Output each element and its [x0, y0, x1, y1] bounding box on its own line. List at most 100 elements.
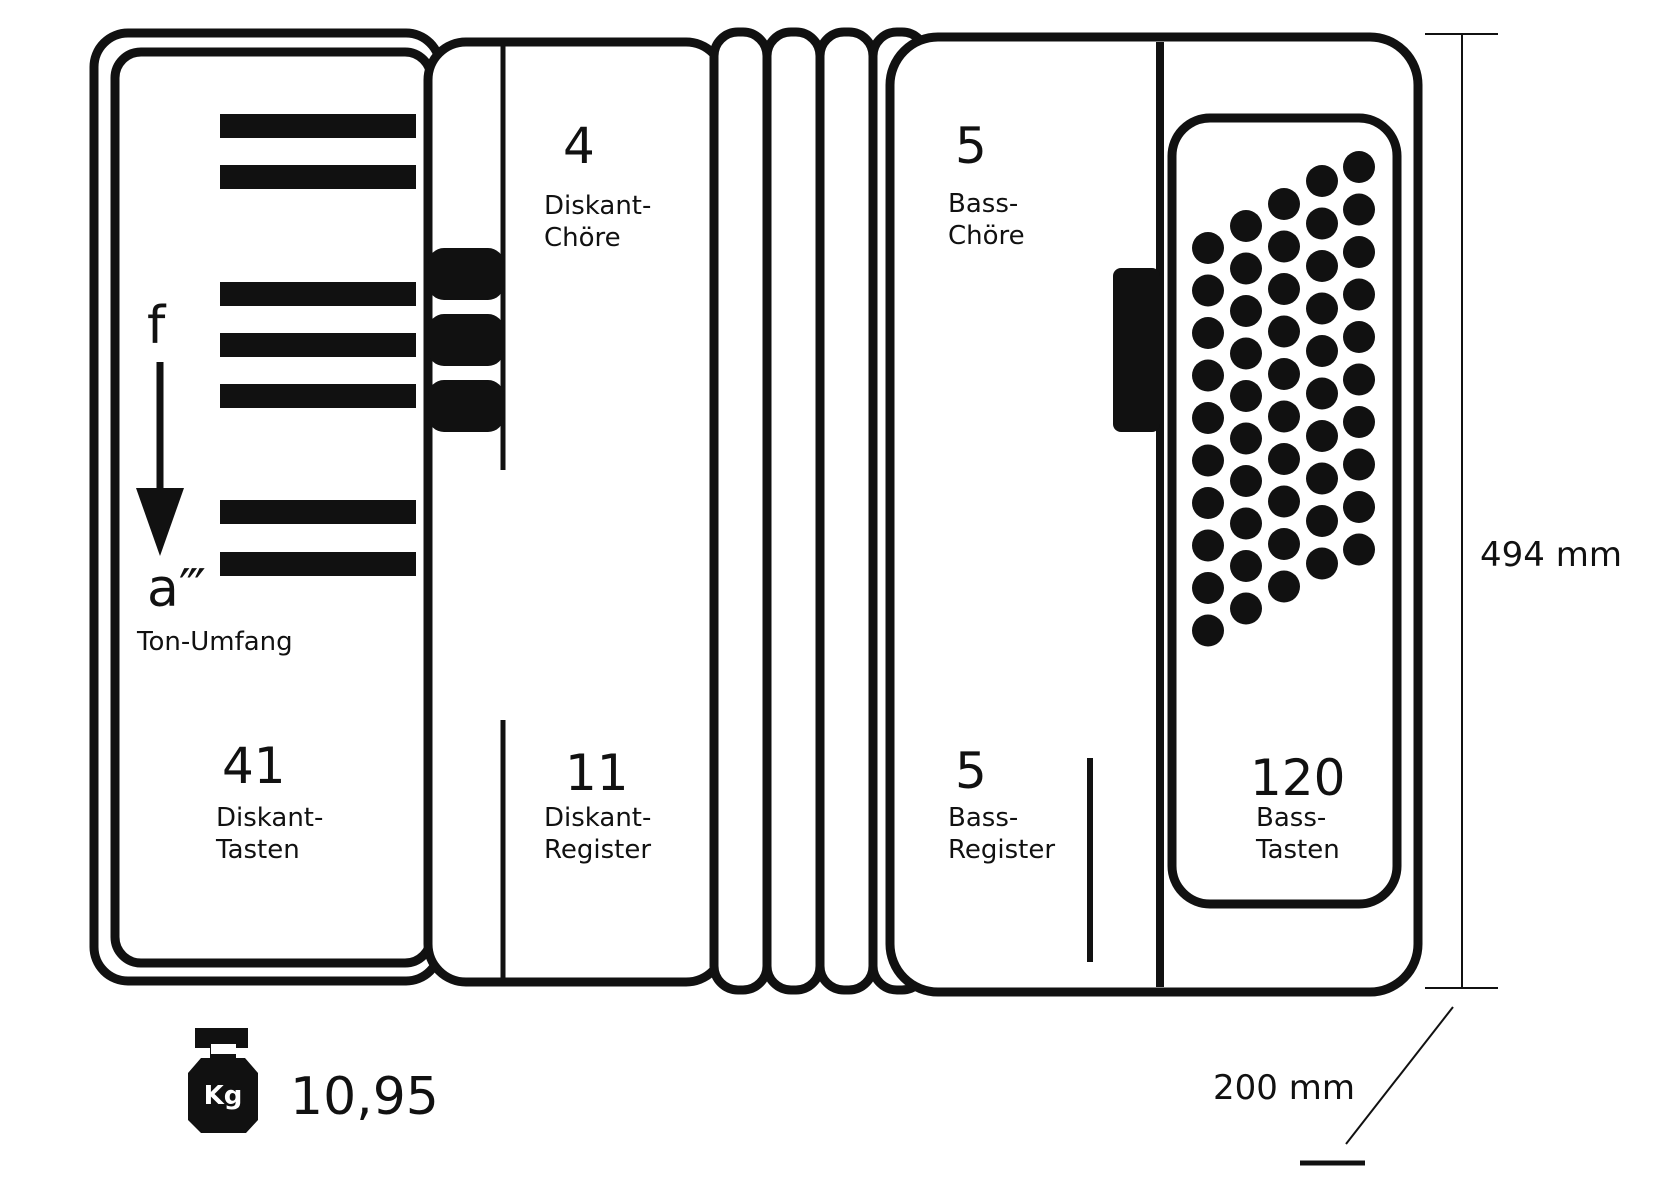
bass-button-4-4: [1343, 321, 1375, 353]
depth-dim-line: [1345, 1006, 1454, 1145]
bass-button-2-3: [1268, 315, 1300, 348]
weight-icon-handle-hole: [211, 1044, 236, 1054]
bass-button-2-5: [1268, 400, 1300, 433]
bass-button-3-3: [1306, 292, 1338, 325]
bellows-fold: [762, 27, 825, 995]
treble-choirs-label-2: Chöre: [544, 223, 621, 253]
range-low-note: a‴: [147, 559, 206, 619]
bass-button-4-8: [1343, 491, 1375, 523]
treble-registers-label-2: Register: [544, 835, 651, 865]
treble-register-switches: [428, 248, 504, 432]
treble-registers-label-1: Diskant-: [544, 803, 651, 833]
bass-button-1-4: [1230, 380, 1262, 412]
treble-keys-label-2: Tasten: [215, 835, 300, 865]
treble-registers-value: 11: [565, 744, 629, 802]
bass-button-4-0: [1343, 151, 1375, 183]
bass-button-0-4: [1192, 402, 1224, 434]
treble-keys-label-1: Diskant-: [216, 803, 323, 833]
treble-choirs-value: 4: [563, 117, 595, 175]
bass-button-2-0: [1268, 188, 1300, 220]
bass-buttons-value: 120: [1250, 749, 1345, 807]
weight-value: 10,95: [290, 1067, 439, 1127]
height-value: 494 mm: [1480, 535, 1622, 575]
treble-keys: [220, 114, 416, 576]
treble-key: [220, 384, 416, 408]
bass-button-1-5: [1230, 422, 1262, 455]
bass-button-2-4: [1268, 358, 1300, 390]
bass-button-1-1: [1230, 252, 1262, 285]
bass-button-4-9: [1343, 533, 1375, 566]
bass-button-4-6: [1343, 406, 1375, 438]
register-switch: [428, 248, 504, 300]
bass-choirs-value: 5: [955, 117, 987, 175]
bass-button-0-0: [1192, 232, 1224, 264]
bass-button-4-1: [1343, 193, 1375, 226]
bass-button-2-7: [1268, 485, 1300, 518]
bass-buttons-label-2: Tasten: [1255, 835, 1340, 865]
bass-button-1-3: [1230, 337, 1262, 370]
register-switch: [428, 314, 504, 366]
bass-button-1-9: [1230, 592, 1262, 625]
weight-icon-text: Kg: [204, 1081, 243, 1111]
bass-button-2-9: [1268, 570, 1300, 603]
bass-button-3-4: [1306, 335, 1338, 367]
range-caption: Ton-Umfang: [136, 627, 293, 657]
bass-button-3-6: [1306, 420, 1338, 452]
bass-button-0-9: [1192, 614, 1224, 647]
bass-button-1-6: [1230, 465, 1262, 497]
range-arrow: [136, 362, 184, 556]
bass-button-0-3: [1192, 359, 1224, 392]
bass-register-switch: [1113, 268, 1160, 432]
bass-choirs-label-1: Bass-: [948, 189, 1018, 219]
bass-registers-label-1: Bass-: [948, 803, 1018, 833]
bellows-fold: [815, 27, 878, 995]
bass-button-3-7: [1306, 462, 1338, 495]
register-switch: [428, 380, 504, 432]
bass-buttons: [1192, 151, 1375, 647]
weight-icon-shape: [188, 1028, 258, 1133]
bass-button-1-2: [1230, 295, 1262, 327]
bass-button-0-6: [1192, 487, 1224, 519]
treble-key: [220, 500, 416, 524]
bass-button-3-1: [1306, 207, 1338, 240]
treble-choirs-label-1: Diskant-: [544, 191, 651, 221]
bass-button-1-7: [1230, 507, 1262, 540]
bass-button-4-2: [1343, 236, 1375, 268]
bass-button-0-2: [1192, 317, 1224, 349]
bellows-fold: [709, 27, 772, 995]
treble-key: [220, 333, 416, 357]
range-arrow-head: [136, 488, 184, 556]
treble-key: [220, 552, 416, 576]
bass-button-0-8: [1192, 572, 1224, 604]
bass-button-0-5: [1192, 444, 1224, 477]
treble-key: [220, 282, 416, 306]
bass-button-2-1: [1268, 230, 1300, 263]
bass-button-1-0: [1230, 210, 1262, 242]
bass-button-4-3: [1343, 278, 1375, 311]
bass-registers-label-2: Register: [948, 835, 1055, 865]
bass-button-3-0: [1306, 165, 1338, 197]
treble-key: [220, 114, 416, 138]
bass-button-panel: [1167, 113, 1402, 909]
bass-button-2-6: [1268, 443, 1300, 475]
divider-gap: [496, 470, 510, 720]
depth-dimension: [1300, 1006, 1454, 1166]
bass-button-2-8: [1268, 528, 1300, 560]
bass-button-0-7: [1192, 529, 1224, 562]
depth-value: 200 mm: [1213, 1068, 1355, 1108]
bass-button-3-8: [1306, 505, 1338, 537]
treble-key: [220, 165, 416, 189]
bass-button-1-8: [1230, 550, 1262, 582]
bass-button-3-5: [1306, 377, 1338, 410]
bass-buttons-label-1: Bass-: [1256, 803, 1326, 833]
bass-button-4-5: [1343, 363, 1375, 396]
bass-button-0-1: [1192, 274, 1224, 307]
bass-button-4-7: [1343, 448, 1375, 481]
bass-button-3-9: [1306, 547, 1338, 580]
weight-icon: Kg: [188, 1028, 258, 1133]
bass-registers-value: 5: [955, 742, 987, 800]
bass-button-3-2: [1306, 250, 1338, 282]
bass-choirs-label-2: Chöre: [948, 221, 1025, 251]
